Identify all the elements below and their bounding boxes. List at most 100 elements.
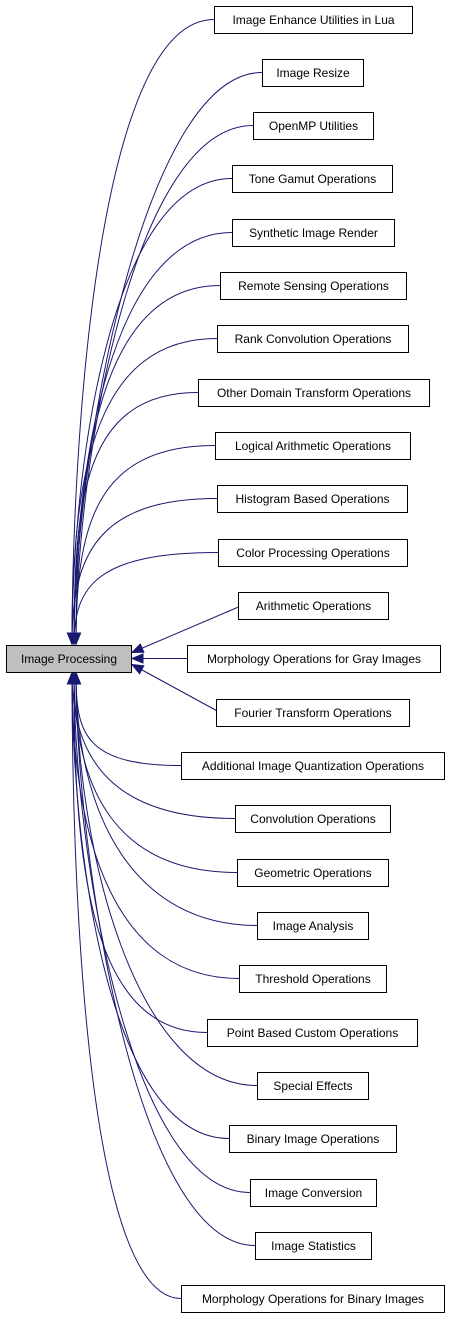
group-node-label: Fourier Transform Operations xyxy=(234,706,391,720)
group-node-14[interactable]: Fourier Transform Operations xyxy=(216,699,410,727)
group-node-box xyxy=(214,6,413,34)
group-node-label: Histogram Based Operations xyxy=(235,492,389,506)
group-node-box xyxy=(187,645,441,673)
group-node-17[interactable]: Geometric Operations xyxy=(237,859,389,887)
group-node-box xyxy=(207,1019,418,1047)
group-node-label: Color Processing Operations xyxy=(236,546,389,560)
group-node-label: Additional Image Quantization Operations xyxy=(202,759,424,773)
group-node-label: Point Based Custom Operations xyxy=(227,1026,398,1040)
center-node-image-processing: Image Processing xyxy=(6,645,132,673)
group-node-label: Image Resize xyxy=(276,66,350,80)
edge-4 xyxy=(71,178,233,645)
edge-24 xyxy=(75,672,256,1246)
group-node-label: Morphology Operations for Gray Images xyxy=(207,652,421,666)
group-node-label: Image Conversion xyxy=(265,1186,362,1200)
group-node-label: OpenMP Utilities xyxy=(269,119,358,133)
group-node-3[interactable]: OpenMP Utilities xyxy=(253,112,374,140)
group-node-box xyxy=(232,219,395,247)
group-node-24[interactable]: Image Statistics xyxy=(255,1232,372,1260)
group-node-box xyxy=(255,1232,372,1260)
group-node-box xyxy=(229,1125,397,1153)
group-node-label: Tone Gamut Operations xyxy=(249,172,376,186)
group-node-20[interactable]: Point Based Custom Operations xyxy=(207,1019,418,1047)
group-node-label: Convolution Operations xyxy=(250,812,375,826)
edge-9 xyxy=(75,445,216,645)
edge-21 xyxy=(75,672,258,1086)
edge-8 xyxy=(73,392,199,645)
edge-arrowhead-12 xyxy=(130,643,145,654)
group-node-box xyxy=(262,59,364,87)
group-node-16[interactable]: Convolution Operations xyxy=(235,805,391,833)
group-node-box xyxy=(257,1072,369,1100)
edges-layer xyxy=(66,19,263,1299)
group-node-label: Geometric Operations xyxy=(254,866,371,880)
group-node-box xyxy=(216,699,410,727)
group-node-label: Rank Convolution Operations xyxy=(235,332,392,346)
group-node-label: Image Statistics xyxy=(271,1239,356,1253)
group-node-label: Morphology Operations for Binary Images xyxy=(202,1292,424,1306)
group-node-box xyxy=(217,485,408,513)
edge-25 xyxy=(71,672,182,1299)
edge-17 xyxy=(73,672,238,873)
group-node-23[interactable]: Image Conversion xyxy=(250,1179,377,1207)
edge-14 xyxy=(131,664,221,713)
group-node-5[interactable]: Synthetic Image Render xyxy=(232,219,395,247)
group-node-label: Threshold Operations xyxy=(255,972,370,986)
group-node-10[interactable]: Histogram Based Operations xyxy=(217,485,408,513)
group-node-11[interactable]: Color Processing Operations xyxy=(218,539,408,567)
group-node-22[interactable]: Binary Image Operations xyxy=(229,1125,397,1153)
group-node-13[interactable]: Morphology Operations for Gray Images xyxy=(187,645,441,673)
edge-15 xyxy=(75,672,182,766)
group-node-box xyxy=(198,379,430,407)
group-node-4[interactable]: Tone Gamut Operations xyxy=(232,165,393,193)
group-node-box xyxy=(220,272,407,300)
group-node-box xyxy=(215,432,411,460)
edge-12 xyxy=(131,605,243,653)
edge-arrowhead-25 xyxy=(66,671,78,685)
group-node-label: Binary Image Operations xyxy=(247,1132,380,1146)
group-node-7[interactable]: Rank Convolution Operations xyxy=(217,325,409,353)
group-node-box xyxy=(217,325,409,353)
group-node-label: Logical Arithmetic Operations xyxy=(235,439,391,453)
group-node-1[interactable]: Image Enhance Utilities in Lua xyxy=(214,6,413,34)
group-node-21[interactable]: Special Effects xyxy=(257,1072,369,1100)
group-node-label: Special Effects xyxy=(273,1079,352,1093)
edge-18 xyxy=(75,672,258,926)
group-node-label: Synthetic Image Render xyxy=(249,226,378,240)
edge-5 xyxy=(73,232,233,645)
group-node-box xyxy=(250,1179,377,1207)
edge-19 xyxy=(71,672,240,979)
group-node-25[interactable]: Morphology Operations for Binary Images xyxy=(181,1285,445,1313)
group-node-box xyxy=(237,859,389,887)
edge-arrowhead-11 xyxy=(68,632,80,646)
edge-1 xyxy=(71,19,215,645)
group-node-12[interactable]: Arithmetic Operations xyxy=(238,592,389,620)
edge-arrowhead-14 xyxy=(130,663,145,675)
group-node-label: Arithmetic Operations xyxy=(256,599,371,613)
group-node-18[interactable]: Image Analysis xyxy=(257,912,369,940)
group-node-8[interactable]: Other Domain Transform Operations xyxy=(198,379,430,407)
edge-23 xyxy=(73,672,251,1193)
group-node-19[interactable]: Threshold Operations xyxy=(239,965,387,993)
group-node-2[interactable]: Image Resize xyxy=(262,59,364,87)
group-node-box xyxy=(218,539,408,567)
group-node-15[interactable]: Additional Image Quantization Operations xyxy=(181,752,445,780)
edge-6 xyxy=(75,285,221,645)
group-node-box xyxy=(232,165,393,193)
group-node-label: Image Analysis xyxy=(273,919,354,933)
group-node-6[interactable]: Remote Sensing Operations xyxy=(220,272,407,300)
edge-7 xyxy=(71,338,218,645)
edge-10 xyxy=(71,498,218,645)
edge-22 xyxy=(71,672,230,1139)
group-node-box xyxy=(238,592,389,620)
group-node-label: Other Domain Transform Operations xyxy=(217,386,411,400)
center-node-box xyxy=(6,645,132,673)
edge-arrowhead-13 xyxy=(130,653,144,664)
group-node-box xyxy=(239,965,387,993)
group-node-9[interactable]: Logical Arithmetic Operations xyxy=(215,432,411,460)
group-node-box xyxy=(235,805,391,833)
group-node-box xyxy=(253,112,374,140)
edge-3 xyxy=(75,125,254,645)
